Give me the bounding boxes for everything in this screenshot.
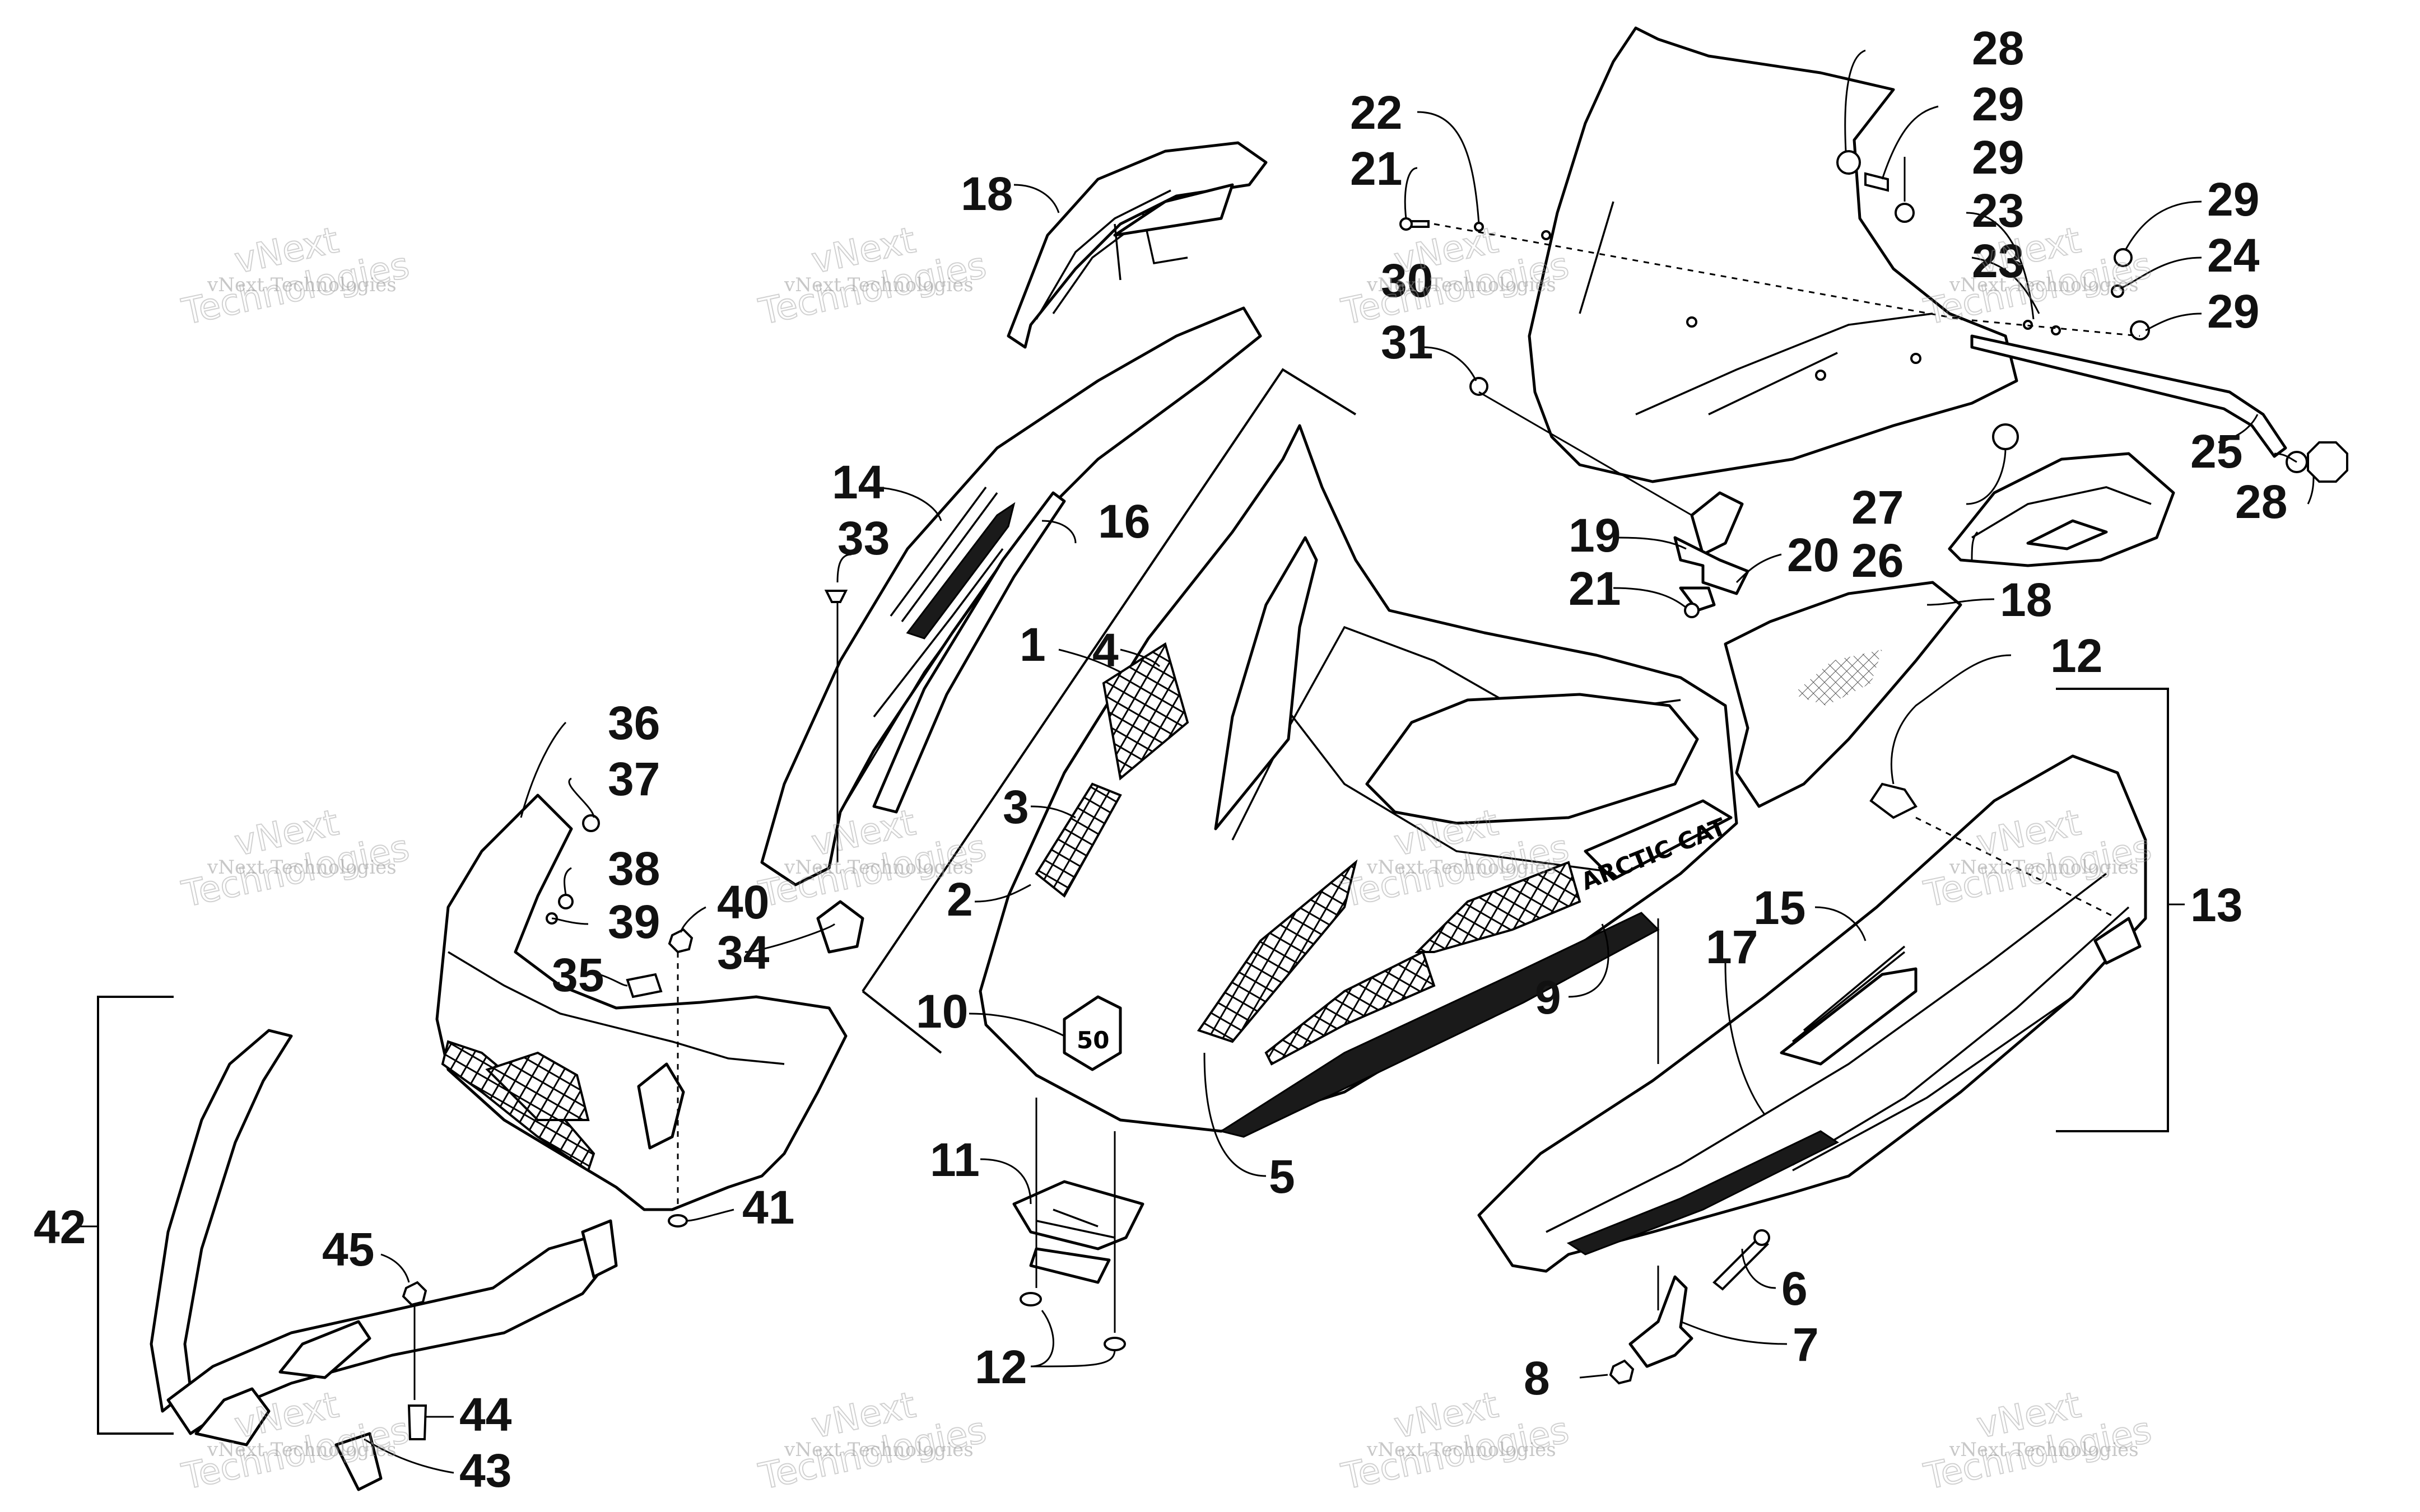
callout-23a: 22 — [1350, 86, 1402, 139]
trim-strip-left — [872, 491, 1066, 814]
callout-18b: 18 — [2000, 573, 2052, 626]
callout-26: 25 — [2190, 425, 2242, 478]
callout-33: 33 — [837, 512, 890, 564]
svg-text:vNext Technologies: vNext Technologies — [1949, 274, 2139, 296]
svg-text:vNext Technologies: vNext Technologies — [784, 274, 974, 296]
assembly-lines — [413, 223, 2140, 1400]
vent-cover-right — [1724, 581, 1962, 808]
bumper — [150, 1029, 618, 1491]
callout-1: 1 — [1020, 618, 1046, 671]
callout-23b: 23 — [1972, 235, 2024, 287]
svg-text:vNext Technologies: vNext Technologies — [784, 1439, 974, 1461]
svg-text:vNext Technologies: vNext Technologies — [207, 1439, 397, 1461]
vent-cover-upper-left — [1007, 141, 1268, 349]
callout-10: 10 — [916, 985, 968, 1038]
svg-text:vNext Technologies: vNext Technologies — [784, 856, 974, 879]
callout-16: 16 — [1098, 495, 1150, 548]
callout-25: 24 — [2207, 229, 2260, 282]
callout-13: 12 — [2050, 629, 2102, 682]
callout-12: 12 — [975, 1341, 1027, 1393]
svg-text:vNext Technologies: vNext Technologies — [1366, 856, 1556, 879]
hood-main: 50 — [979, 424, 1738, 1138]
leader-lines — [364, 49, 2315, 1474]
watermark-4: vNext Technologies vNext Technologies — [1920, 219, 2156, 334]
svg-text:vNext Technologies: vNext Technologies — [1949, 856, 2139, 879]
callout-24: 23 — [1972, 184, 2024, 237]
callout-34: 34 — [717, 926, 770, 979]
callout-31: 30 — [1381, 254, 1433, 307]
svg-text:vNext Technologies: vNext Technologies — [1949, 1439, 2139, 1461]
callout-22: 21 — [1350, 142, 1402, 195]
callout-29b: 29 — [1972, 131, 2024, 184]
callout-38: 38 — [608, 842, 660, 895]
watermark-2: vNext Technologies vNext Technologies — [755, 219, 990, 334]
deflector-right — [1948, 452, 2175, 567]
callout-9: 9 — [1535, 971, 1561, 1024]
callout-40: 40 — [717, 876, 769, 928]
callout-labels: 18 14 16 33 1 4 3 2 10 5 9 11 12 6 7 8 1… — [34, 22, 2287, 1497]
watermark-1: vNext Technologies vNext Technologies — [178, 219, 413, 334]
callout-44: 44 — [459, 1388, 512, 1441]
callout-36: 36 — [608, 697, 660, 749]
callout-45: 45 — [322, 1223, 374, 1276]
callout-42: 42 — [34, 1201, 86, 1253]
mount-bracket-small — [1628, 1275, 1693, 1368]
callout-15a: 14 — [832, 456, 885, 508]
callout-11: 11 — [930, 1133, 980, 1186]
watermark-12: vNext Technologies vNext Technologies — [1920, 1384, 2156, 1499]
callout-18a: 18 — [961, 167, 1013, 220]
callout-29c: 29 — [2207, 173, 2259, 226]
callout-29d: 29 — [2207, 285, 2259, 338]
callout-41: 41 — [742, 1181, 794, 1234]
callout-15b: 15 — [1753, 881, 1805, 934]
mounting-bracket — [1673, 491, 1749, 612]
callout-5: 5 — [1269, 1150, 1295, 1203]
svg-text:vNext Technologies: vNext Technologies — [1366, 274, 1556, 296]
svg-text:vNext Technologies: vNext Technologies — [1366, 1439, 1556, 1461]
windshield-rod — [1970, 334, 2287, 458]
callout-21: 21 — [1569, 562, 1621, 615]
callout-6: 6 — [1781, 1262, 1808, 1315]
callout-4: 4 — [1092, 624, 1119, 676]
callout-27: 26 — [1851, 534, 1904, 587]
callout-43: 43 — [459, 1444, 511, 1497]
callout-2: 2 — [947, 873, 973, 926]
hinge-bracket — [1012, 1180, 1144, 1284]
watermark-5: vNext Technologies vNext Technologies — [178, 801, 413, 916]
windshield — [1528, 26, 2018, 483]
callout-7: 7 — [1793, 1318, 1819, 1371]
callout-20: 20 — [1787, 529, 1839, 581]
side-panel-right — [1477, 754, 2147, 1273]
badge-number: 50 — [1077, 1026, 1109, 1054]
badge-50th-anniversary: 50 — [1063, 995, 1122, 1071]
callout-3: 3 — [1003, 781, 1029, 833]
hardware — [402, 150, 2348, 1440]
callout-32: 31 — [1381, 316, 1433, 368]
callout-35: 35 — [552, 949, 604, 1001]
callout-8: 8 — [1524, 1352, 1550, 1404]
callout-30: 29 — [1972, 78, 2024, 130]
watermark-10: vNext Technologies vNext Technologies — [755, 1384, 990, 1499]
callout-39: 39 — [608, 895, 660, 948]
side-panel-left — [760, 306, 1262, 886]
callout-19: 19 — [1569, 509, 1621, 562]
svg-text:vNext Technologies: vNext Technologies — [207, 274, 397, 296]
callout-28a: 27 — [1851, 481, 1904, 534]
trim-strip-right — [1792, 996, 2073, 1172]
callout-17: 17 — [1706, 921, 1758, 973]
callout-37: 37 — [608, 753, 660, 805]
callout-14: 13 — [2190, 879, 2242, 931]
callout-29a: 28 — [1972, 22, 2024, 74]
group-brackets — [78, 368, 2185, 1435]
svg-text:vNext Technologies: vNext Technologies — [207, 856, 397, 879]
callout-28b: 28 — [2235, 475, 2287, 528]
